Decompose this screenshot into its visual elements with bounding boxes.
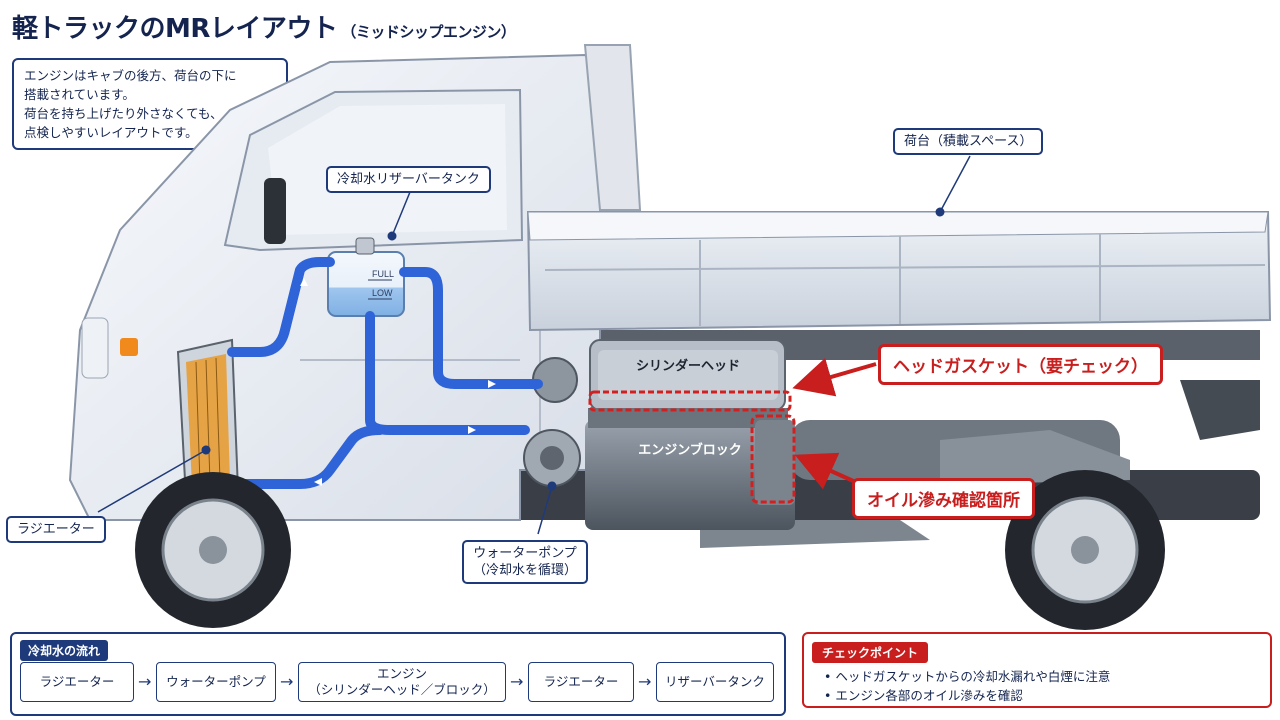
flow-arrow-icon: →	[280, 672, 294, 691]
flow-step-sublabel: （シリンダーヘッド／ブロック）	[308, 682, 496, 697]
checkpoint-heading: チェックポイント	[812, 642, 929, 663]
intro-line: エンジンはキャブの後方、荷台の下に	[24, 68, 237, 83]
flow-step-label: リザーバータンク	[665, 674, 765, 689]
flow-arrow-icon: →	[510, 672, 524, 691]
flow-step: ラジエーター	[528, 662, 634, 702]
flow-step: ウォーターポンプ	[156, 662, 276, 702]
water-pump-role: （冷却水を循環）	[473, 563, 578, 578]
oil-leak-callout: オイル滲み確認箇所	[852, 478, 1035, 519]
intro-note: エンジンはキャブの後方、荷台の下に 搭載されています。 荷台を持ち上げたり外さな…	[12, 58, 288, 150]
engine-assembly	[523, 339, 795, 530]
cargo-bed	[526, 211, 1272, 332]
flow-step-label: エンジン	[376, 666, 427, 681]
radiator-callout: ラジエーター	[6, 516, 106, 543]
flow-step-label: ラジエーター	[39, 674, 115, 689]
title-main: 軽トラックのMRレイアウト	[12, 14, 338, 44]
bed-callout: 荷台（積載スペース）	[893, 128, 1044, 155]
checkpoint-panel: チェックポイント • ヘッドガスケットからの冷却水漏れや白煙に注意 • エンジン…	[802, 632, 1272, 708]
leader-lines	[97, 155, 971, 535]
flow-heading: 冷却水の流れ	[20, 640, 109, 661]
title-sub: （ミッドシップエンジン）	[341, 23, 516, 41]
flow-step-label: ラジエーター	[543, 674, 619, 689]
flow-arrow-icon: →	[138, 672, 152, 691]
intro-line: 搭載されています。	[24, 87, 135, 102]
reservoir-callout: 冷却水リザーバータンク	[326, 166, 491, 193]
gasket-callout: ヘッドガスケット（要チェック）	[878, 344, 1163, 385]
intro-line: 点検しやすいレイアウトです。	[24, 125, 198, 140]
flow-step: リザーバータンク	[656, 662, 774, 702]
water-pump-callout: ウォーターポンプ （冷却水を循環）	[462, 540, 589, 584]
rear-wheel	[1005, 470, 1165, 630]
checkpoint-item: • エンジン各部のオイル滲みを確認	[824, 688, 1023, 703]
water-pump-name: ウォーターポンプ	[473, 546, 577, 561]
radiator	[176, 338, 240, 500]
intro-line: 荷台を持ち上げたり外さなくても、	[24, 106, 223, 121]
coolant-flow-panel: 冷却水の流れ ラジエーター → ウォーターポンプ → エンジン （シリンダーヘッ…	[10, 632, 786, 716]
checkpoint-item: • ヘッドガスケットからの冷却水漏れや白煙に注意	[824, 669, 1111, 684]
coolant-flow-arrows	[300, 278, 496, 486]
alert-leaders	[792, 357, 877, 490]
tank-full-mark: FULL	[372, 269, 394, 279]
engine-block-label: エンジンブロック	[638, 442, 742, 458]
flow-arrow-icon: →	[638, 672, 652, 691]
cylinder-head-label: シリンダーヘッド	[636, 358, 740, 374]
coolant-reservoir: FULL LOW	[327, 237, 405, 317]
front-wheel	[135, 472, 291, 628]
coolant-hoses	[227, 257, 543, 489]
inspection-highlights	[588, 390, 796, 504]
flow-step: ラジエーター	[20, 662, 134, 702]
page-title: 軽トラックのMRレイアウト（ミッドシップエンジン）	[12, 8, 516, 45]
flow-step: エンジン （シリンダーヘッド／ブロック）	[298, 662, 506, 702]
tank-low-mark: LOW	[372, 288, 393, 298]
flow-step-label: ウォーターポンプ	[166, 674, 266, 689]
